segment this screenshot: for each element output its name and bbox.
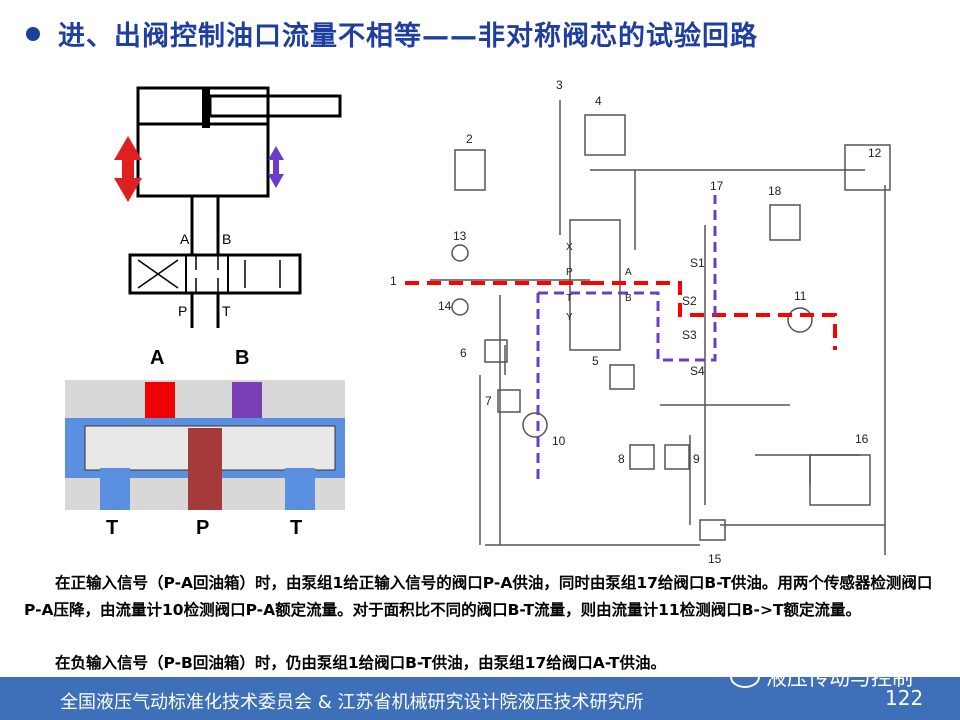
purple-arrow-icon xyxy=(268,146,284,188)
spool-label-t-left: T xyxy=(106,517,118,539)
label-5: 5 xyxy=(592,354,599,368)
label-10: 10 xyxy=(552,434,566,448)
spool-label-p: P xyxy=(196,517,209,539)
page-title: 进、出阀控制油口流量不相等——非对称阀芯的试验回路 xyxy=(26,14,758,53)
cylinder-valve-symbol: A B P T xyxy=(114,86,342,328)
label-1: 1 xyxy=(390,274,397,288)
label-2: 2 xyxy=(466,132,473,146)
label-17: 17 xyxy=(710,179,724,193)
footer-bar xyxy=(0,677,960,720)
label-11: 11 xyxy=(794,289,807,303)
label-14: 14 xyxy=(438,299,452,313)
port-p-label: P xyxy=(178,303,187,319)
valve-port-x: X xyxy=(566,242,573,253)
title-text: 进、出阀控制油口流量不相等——非对称阀芯的试验回路 xyxy=(58,21,758,52)
valve-port-b: B xyxy=(625,293,632,304)
spool-label-b: B xyxy=(235,347,249,369)
label-12: 12 xyxy=(868,146,882,160)
switch-s3: S3 xyxy=(682,328,697,342)
paragraph-positive: 在正输入信号（P-A回油箱）时，由泵组1给正输入信号的阀口P-A供油，同时由泵组… xyxy=(24,574,933,619)
valve-port-y: Y xyxy=(566,312,573,323)
label-7: 7 xyxy=(485,394,492,408)
port-b-label: B xyxy=(222,231,231,247)
valve-port-a: A xyxy=(625,267,632,278)
label-16: 16 xyxy=(855,432,869,446)
spool-label-a: A xyxy=(150,347,164,369)
label-4: 4 xyxy=(595,94,602,108)
bullet-icon xyxy=(26,26,40,41)
watermark: 液压传动与控制 xyxy=(730,662,913,692)
label-9: 9 xyxy=(693,452,700,466)
port-a-label: A xyxy=(180,231,190,247)
red-arrow-icon xyxy=(114,136,142,202)
switch-s4: S4 xyxy=(690,364,705,378)
label-15: 15 xyxy=(708,552,722,566)
label-3: 3 xyxy=(556,78,563,92)
wechat-icon xyxy=(730,666,760,688)
watermark-text: 液压传动与控制 xyxy=(766,666,913,690)
switch-s1: S1 xyxy=(690,256,705,270)
valve-port-t: T xyxy=(566,293,572,304)
label-18: 18 xyxy=(768,184,782,198)
valve-port-p: P xyxy=(566,267,573,278)
port-t-label: T xyxy=(222,303,231,319)
switch-s2: S2 xyxy=(682,294,697,308)
page-number: 122 xyxy=(885,686,924,710)
paragraph-negative: 在负输入信号（P-B回油箱）时，仍由泵组1给阀口B-T供油，由泵组17给阀口A-… xyxy=(55,654,666,672)
label-8: 8 xyxy=(618,452,625,466)
label-13: 13 xyxy=(453,229,467,243)
label-6: 6 xyxy=(460,346,467,360)
spool-label-t-right: T xyxy=(290,517,302,539)
test-circuit-diagram: 1 2 3 4 5 6 7 8 9 10 11 12 13 14 15 16 1… xyxy=(390,78,891,566)
spool-section: A B T P T xyxy=(65,347,345,539)
footer-org-text: 全国液压气动标准化技术委员会 & 江苏省机械研究设计院液压技术研究所 xyxy=(60,692,644,713)
